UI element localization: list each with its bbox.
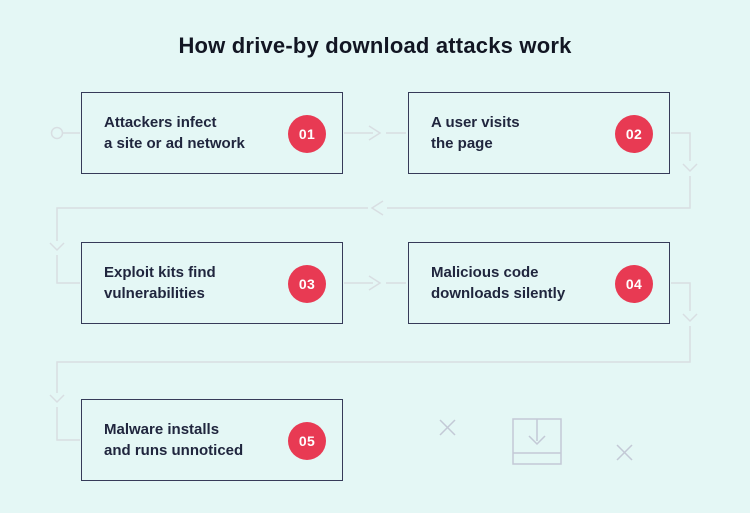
step-number-badge: 02 bbox=[615, 115, 653, 153]
step-text-line1: A user visits bbox=[431, 114, 520, 131]
chevron-down-icon bbox=[682, 313, 698, 323]
step-text: Exploit kits find vulnerabilities bbox=[82, 262, 282, 304]
x-icon bbox=[439, 419, 456, 436]
diagram-title: How drive-by download attacks work bbox=[178, 33, 572, 58]
chevron-down-icon bbox=[49, 394, 65, 404]
arrow-right-icon bbox=[344, 125, 406, 141]
x-icon bbox=[616, 444, 633, 461]
step-number-badge: 04 bbox=[615, 265, 653, 303]
chevron-down-icon bbox=[49, 242, 65, 252]
step-text-line1: Malicious code bbox=[431, 264, 539, 281]
step-text: A user visits the page bbox=[409, 112, 586, 154]
step-box-3: Exploit kits find vulnerabilities 03 bbox=[81, 242, 343, 324]
step-number-badge: 01 bbox=[288, 115, 326, 153]
chevron-down-icon bbox=[682, 163, 698, 173]
step-text-line2: the page bbox=[431, 135, 493, 152]
step-box-1: Attackers infect a site or ad network 01 bbox=[81, 92, 343, 174]
step-text-line1: Attackers infect bbox=[104, 114, 217, 131]
step-box-5: Malware installs and runs unnoticed 05 bbox=[81, 399, 343, 481]
step-number-badge: 05 bbox=[288, 422, 326, 460]
step-text: Attackers infect a site or ad network bbox=[82, 112, 311, 154]
step-text-line2: downloads silently bbox=[431, 285, 566, 302]
step-box-2: A user visits the page 02 bbox=[408, 92, 670, 174]
step-text-line2: and runs unnoticed bbox=[104, 442, 244, 459]
step-box-4: Malicious code downloads silently 04 bbox=[408, 242, 670, 324]
step-text-line1: Malware installs bbox=[104, 421, 220, 438]
step-text-line2: vulnerabilities bbox=[104, 285, 205, 302]
start-circle-icon bbox=[50, 126, 80, 140]
chevron-left-icon bbox=[370, 200, 384, 216]
step-text: Malware installs and runs unnoticed bbox=[82, 419, 309, 461]
arrow-right-icon bbox=[344, 275, 406, 291]
step-text-line1: Exploit kits find bbox=[104, 264, 216, 281]
step-number-badge: 03 bbox=[288, 265, 326, 303]
step-text-line2: a site or ad network bbox=[104, 135, 245, 152]
step-text: Malicious code downloads silently bbox=[409, 262, 631, 304]
download-icon bbox=[512, 418, 562, 465]
